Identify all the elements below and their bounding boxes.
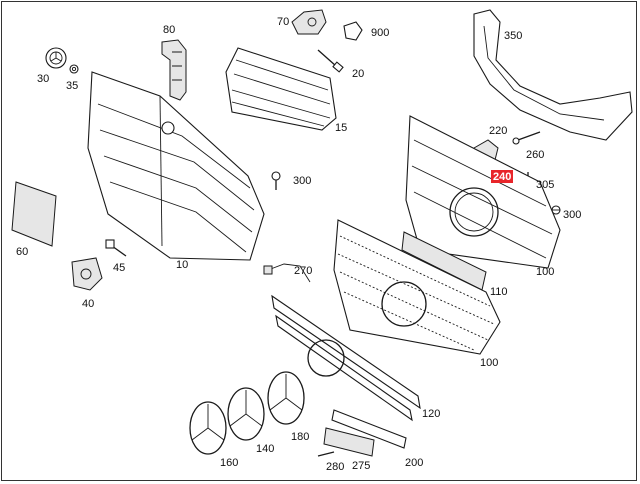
part-label-350: 350 bbox=[504, 30, 522, 42]
part-label-160: 160 bbox=[220, 457, 238, 469]
part-10-main-grille bbox=[87, 71, 265, 261]
part-45-screw bbox=[105, 239, 127, 257]
part-40-sensor bbox=[71, 257, 103, 291]
part-label-260: 260 bbox=[526, 149, 544, 161]
part-260-screw bbox=[512, 131, 541, 145]
part-label-140: 140 bbox=[256, 443, 274, 455]
part-350-bumper-bracket bbox=[473, 9, 633, 141]
part-270-cable bbox=[263, 263, 311, 283]
part-label-300: 300 bbox=[563, 209, 581, 221]
part-label-15: 15 bbox=[335, 122, 347, 134]
part-label-900: 900 bbox=[371, 27, 389, 39]
part-label-20: 20 bbox=[352, 68, 364, 80]
part-label-120: 120 bbox=[422, 408, 440, 420]
part-60-cover bbox=[11, 181, 57, 247]
part-label-60: 60 bbox=[16, 246, 28, 258]
part-label-305: 305 bbox=[536, 179, 554, 191]
part-label-180: 180 bbox=[291, 431, 309, 443]
highlight-box bbox=[491, 170, 513, 183]
part-label-280: 280 bbox=[326, 461, 344, 473]
part-900-cover bbox=[343, 21, 363, 41]
part-70-sensor bbox=[291, 9, 327, 35]
part-30-emblem bbox=[45, 47, 67, 69]
part-label-240: 240 bbox=[493, 171, 511, 183]
part-280-screw bbox=[317, 451, 335, 457]
part-label-270: 270 bbox=[294, 265, 312, 277]
part-15-grille-insert bbox=[225, 47, 337, 131]
part-label-275: 275 bbox=[352, 460, 370, 472]
part-labels: 30 35 80 70 900 20 15 350 220 260 240 305 300 300 60 45… bbox=[16, 16, 581, 473]
part-label-70: 70 bbox=[277, 16, 289, 28]
part-200-strip bbox=[331, 409, 407, 449]
part-100-mesh-grille bbox=[333, 219, 501, 355]
part-140-emblem bbox=[227, 387, 265, 441]
part-label-100: 100 bbox=[480, 357, 498, 369]
part-160-emblem bbox=[189, 401, 227, 455]
part-20-screw bbox=[317, 49, 344, 73]
part-275-plate bbox=[323, 427, 375, 457]
part-label-80: 80 bbox=[163, 24, 175, 36]
part-300-screw-left bbox=[271, 171, 281, 190]
part-label-200: 200 bbox=[405, 457, 423, 469]
part-180-emblem bbox=[267, 371, 305, 425]
part-label-300: 300 bbox=[293, 175, 311, 187]
part-100-grille-frame-upper bbox=[405, 115, 561, 269]
part-label-40: 40 bbox=[82, 298, 94, 310]
part-label-45: 45 bbox=[113, 262, 125, 274]
part-80-bracket bbox=[161, 39, 187, 101]
part-120-chrome-strips bbox=[271, 294, 421, 422]
part-label-100: 100 bbox=[536, 266, 554, 278]
part-35-clip bbox=[69, 64, 79, 74]
part-label-30: 30 bbox=[37, 73, 49, 85]
part-label-35: 35 bbox=[66, 80, 78, 92]
part-label-110: 110 bbox=[490, 286, 508, 298]
part-label-220: 220 bbox=[489, 125, 507, 137]
part-label-10: 10 bbox=[176, 259, 188, 271]
